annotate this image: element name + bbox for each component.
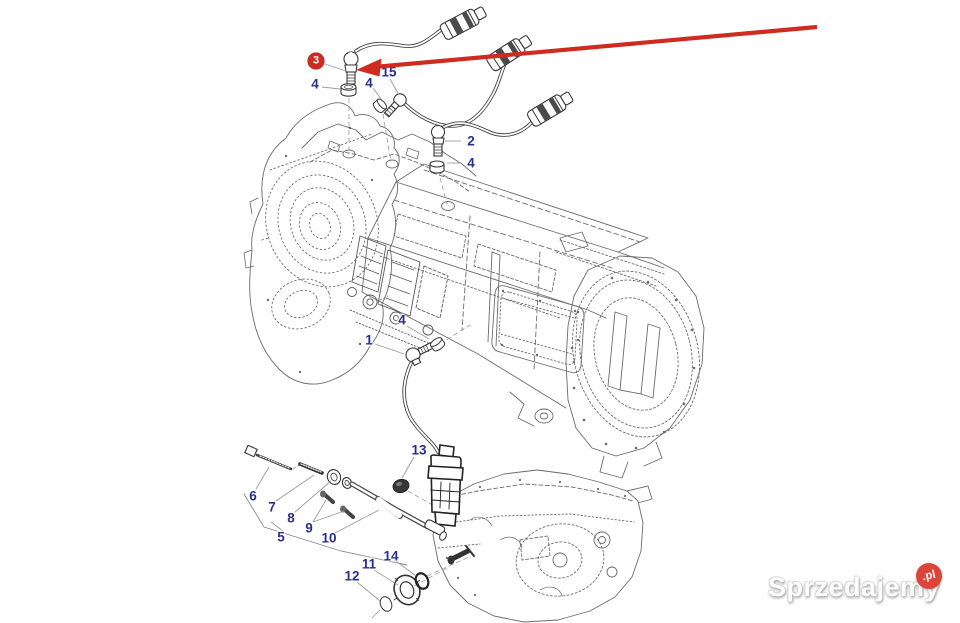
washer-12 xyxy=(379,596,393,612)
screw-6 xyxy=(244,444,293,471)
nut-4c xyxy=(429,160,445,174)
sensor-fitting-15 xyxy=(383,93,407,118)
sensor-fitting-3 xyxy=(343,51,359,85)
nut-4a xyxy=(340,83,357,97)
seal-11 xyxy=(393,574,421,606)
sensor-fitting-2 xyxy=(430,124,446,157)
connector-bottom xyxy=(427,444,464,527)
valve-block xyxy=(347,235,449,353)
sensor-cables xyxy=(340,3,576,527)
nut-4d xyxy=(429,337,446,352)
connector-top-3 xyxy=(525,88,576,129)
top-housing xyxy=(301,123,477,211)
connector-top-1 xyxy=(438,3,489,42)
side-cover-plate xyxy=(491,285,585,374)
transmission-line-art xyxy=(243,102,705,623)
cap-13 xyxy=(392,478,410,494)
main-body xyxy=(361,163,665,427)
construction-lines xyxy=(348,98,472,587)
washer-8 xyxy=(326,469,353,489)
leader-lines xyxy=(255,63,461,602)
nut-4b xyxy=(372,98,388,114)
bell-housing xyxy=(565,255,705,479)
bottom-gearbox xyxy=(432,469,653,623)
watermark: Sprzedajemy .pl xyxy=(766,560,956,610)
linkage-assembly xyxy=(243,444,447,566)
sensor-fitting-1 xyxy=(405,342,434,367)
connector-top-2 xyxy=(484,31,535,73)
lever-10 xyxy=(349,481,447,541)
rear-axle-housing xyxy=(243,102,400,385)
seal-parts xyxy=(371,572,430,619)
bolts-9 xyxy=(320,490,355,519)
o-ring-14 xyxy=(414,572,430,590)
watermark-text: Sprzedajemy xyxy=(768,572,941,602)
